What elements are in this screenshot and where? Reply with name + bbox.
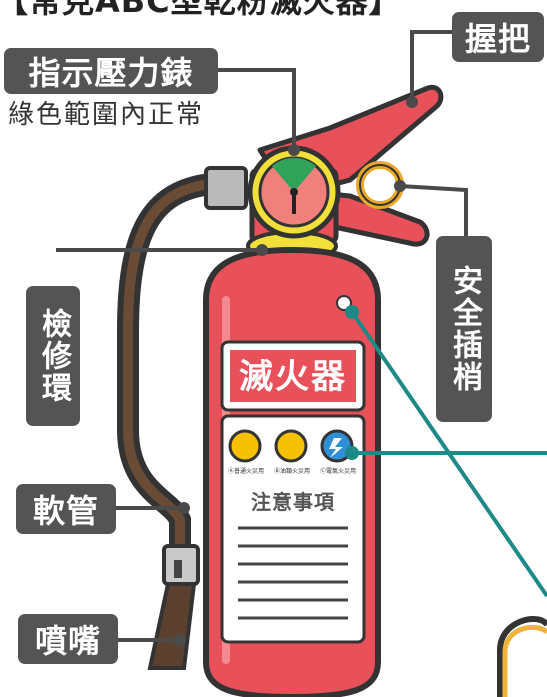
label-pressure-gauge-note: 綠色範圍內正常: [8, 100, 205, 130]
oil-fire-icon: [274, 429, 308, 463]
label-inspection-ring: 檢修環: [26, 286, 80, 426]
ordinary-fire-icon: [228, 429, 262, 463]
label-hose: 軟管: [16, 484, 116, 534]
label-nozzle: 噴嘴: [18, 614, 118, 664]
notice-heading: 注意事項: [251, 490, 335, 514]
fire-type-c-text: 電氣火災用: [326, 468, 357, 475]
fire-type-a-text: 普通火災用: [234, 468, 265, 475]
label-grip: 握把: [452, 12, 544, 62]
notice-lines: [238, 526, 348, 620]
nozzle-tip: [147, 582, 197, 670]
extinguisher-name: 滅火器: [239, 357, 347, 397]
fire-type-b: Ⓑ油類火災用: [274, 468, 311, 475]
fire-type-a: Ⓐ普通火災用: [228, 468, 265, 475]
hose-coupling: [204, 166, 248, 210]
gauge-green-zone: [272, 157, 316, 192]
label-pressure-gauge: 指示壓力錶: [4, 48, 218, 94]
teal-leader-lines: [350, 310, 547, 598]
seal-mark: [336, 295, 352, 311]
label-safety-pin: 安全插梢: [436, 236, 492, 422]
leader-lines: [56, 30, 474, 642]
fire-type-b-text: 油類火災用: [280, 468, 311, 475]
fire-type-c: Ⓒ電氣火災用: [320, 468, 357, 475]
page-title: 【常見ABC型乾粉滅火器】: [0, 0, 402, 20]
fire-type-icons: [228, 429, 354, 463]
